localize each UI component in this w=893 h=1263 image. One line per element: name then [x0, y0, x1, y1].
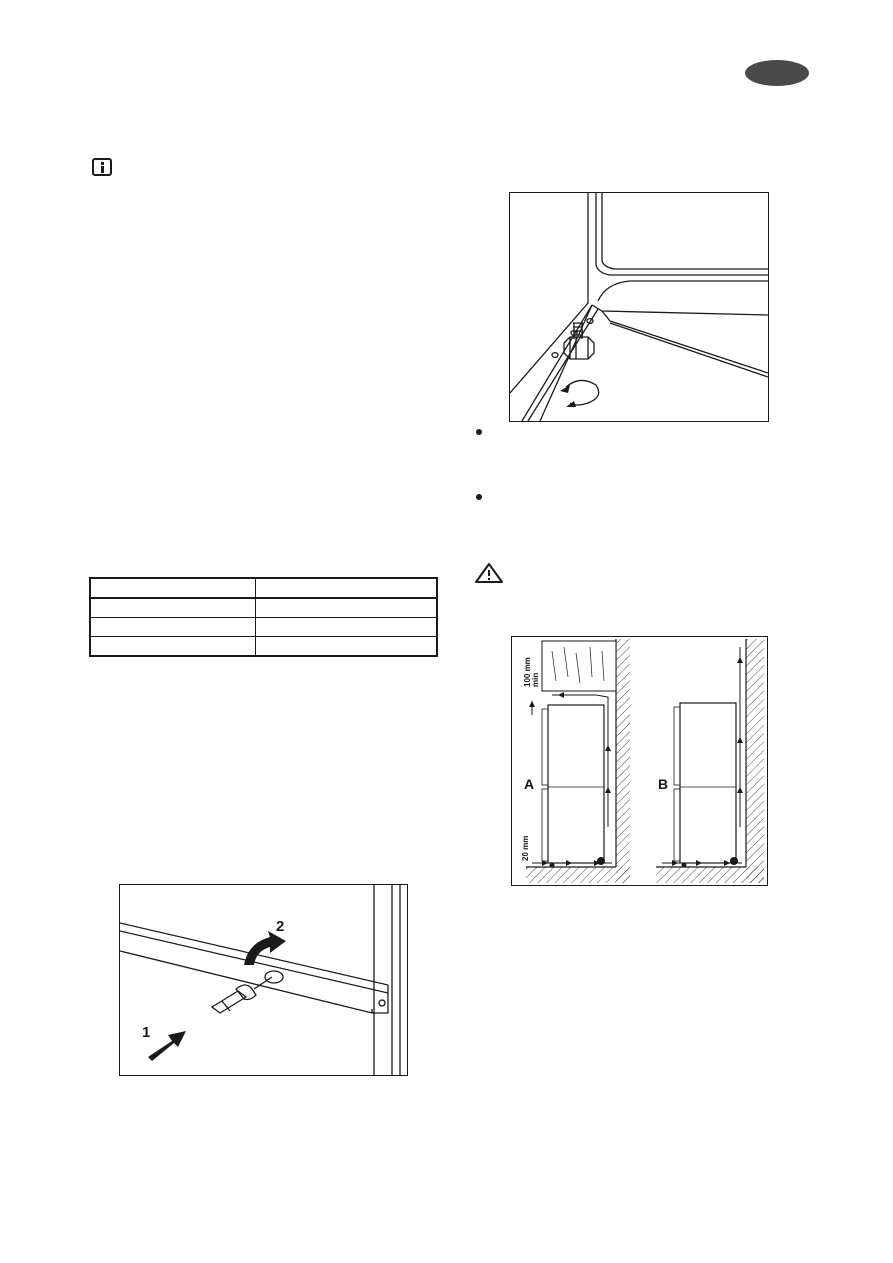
ventilation-drawing: 100 mm min 20 mm A B	[521, 639, 764, 883]
table-row	[89, 636, 438, 657]
table-cell	[255, 636, 438, 657]
table-cell	[255, 617, 438, 637]
ventilation-figure: 100 mm min 20 mm A B	[511, 636, 768, 886]
bullet-dot	[476, 494, 482, 500]
top-clearance-min-label: min	[531, 673, 540, 687]
table-row	[89, 617, 438, 637]
table-row	[89, 597, 438, 618]
bottom-clearance-label: 20 mm	[521, 836, 530, 861]
step-1-label: 1	[142, 1024, 150, 1041]
label-b: B	[658, 776, 668, 792]
language-tab	[745, 60, 809, 86]
table-cell	[89, 636, 256, 657]
table-cell	[89, 617, 256, 637]
table-cell	[255, 577, 438, 599]
plinth-removal-figure: 1 2	[119, 884, 408, 1076]
table-cell	[89, 597, 256, 618]
label-a: A	[524, 776, 534, 792]
top-clearance-label: 100 mm	[523, 657, 532, 687]
spec-table	[89, 577, 438, 657]
warning-triangle-icon	[474, 562, 504, 584]
adjustable-foot-drawing	[510, 193, 768, 421]
table-row	[89, 577, 438, 599]
info-icon	[92, 158, 112, 176]
bullet-dot	[476, 429, 482, 435]
plinth-removal-drawing: 1 2	[120, 885, 401, 1075]
adjustable-foot-figure	[509, 192, 769, 422]
table-cell	[89, 577, 256, 599]
table-cell	[255, 597, 438, 618]
step-2-label: 2	[276, 918, 284, 935]
